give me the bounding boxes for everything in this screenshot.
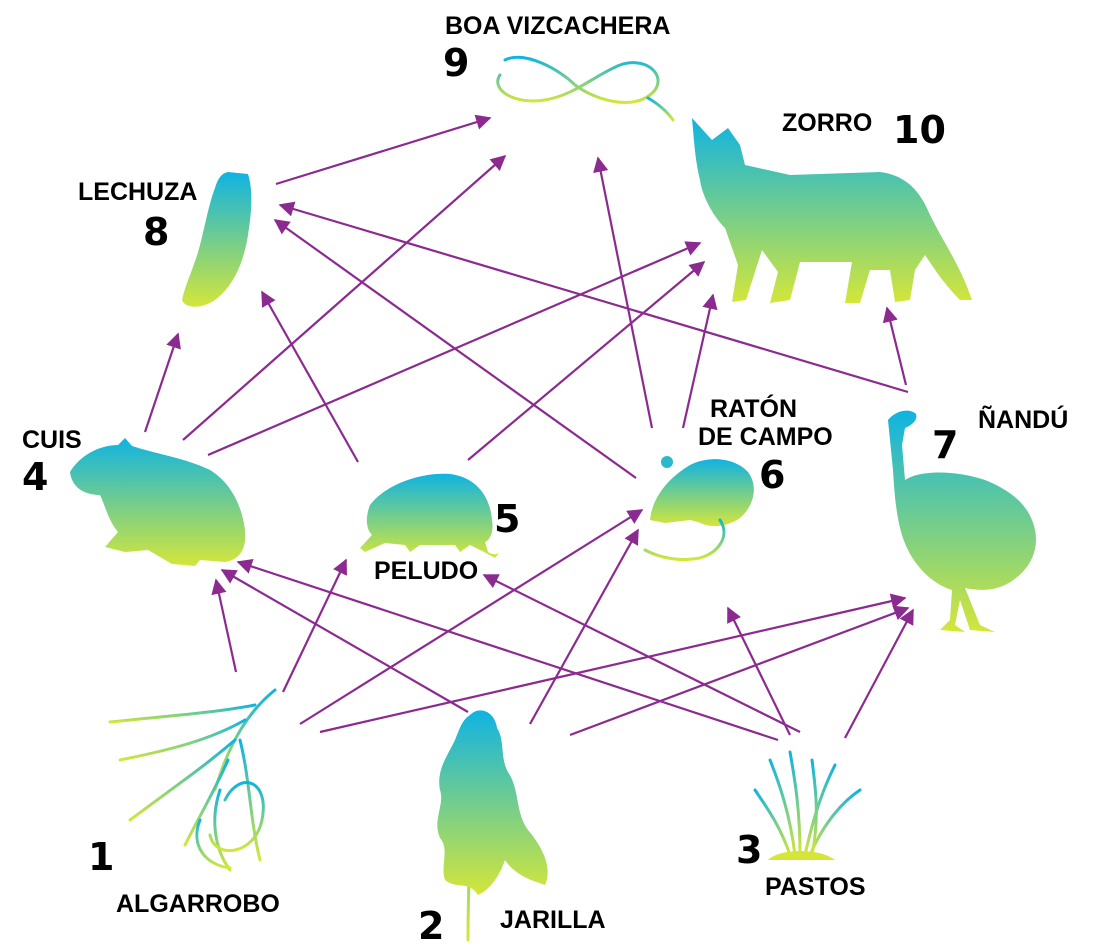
node-1-name: ALGARROBO: [116, 890, 280, 918]
arrow-8-to-9: [276, 118, 490, 184]
arrow-5-to-8: [262, 292, 358, 462]
cavy-icon: [70, 438, 245, 566]
node-2-number: 2: [418, 904, 444, 946]
node-6-name-line1: RATÓN: [710, 393, 797, 423]
arrow-6-to-9: [598, 158, 652, 428]
node-10-name: ZORRO: [782, 109, 872, 137]
node-4-number: 4: [22, 455, 48, 499]
snake-icon: [498, 57, 673, 120]
grass-icon: [755, 752, 860, 860]
node-9-name: BOA VIZCACHERA: [445, 12, 670, 40]
node-7-number: 7: [932, 423, 958, 467]
node-10-number: 10: [893, 108, 946, 152]
node-7-name: ÑANDÚ: [978, 404, 1068, 434]
arrow-4-to-8: [145, 334, 178, 432]
node-1-number: 1: [88, 835, 114, 879]
node-2-name: JARILLA: [500, 906, 606, 934]
mouse-icon: [645, 456, 754, 560]
arrow-1-to-4: [216, 580, 236, 672]
node-5-name: PELUDO: [374, 557, 478, 585]
node-6-name-line2: DE CAMPO: [698, 423, 833, 451]
arrow-7-to-10: [887, 308, 906, 385]
node-8-name: LECHUZA: [78, 178, 197, 206]
node-3-name: PASTOS: [765, 873, 866, 901]
node-8-number: 8: [143, 210, 169, 254]
arrow-3-to-7: [845, 610, 913, 738]
arrow-6-to-10: [683, 295, 713, 428]
arrow-2-to-6: [530, 530, 638, 724]
algarrobo-tree-icon: [110, 690, 275, 870]
rhea-icon: [888, 411, 1036, 632]
armadillo-icon: [360, 474, 500, 558]
node-9-number: 9: [443, 41, 469, 85]
node-6-number: 6: [759, 453, 785, 497]
arrow-6-to-8: [275, 220, 636, 478]
node-5-number: 5: [494, 497, 520, 541]
node-3-number: 3: [736, 828, 762, 872]
node-4-name: CUIS: [22, 426, 82, 454]
